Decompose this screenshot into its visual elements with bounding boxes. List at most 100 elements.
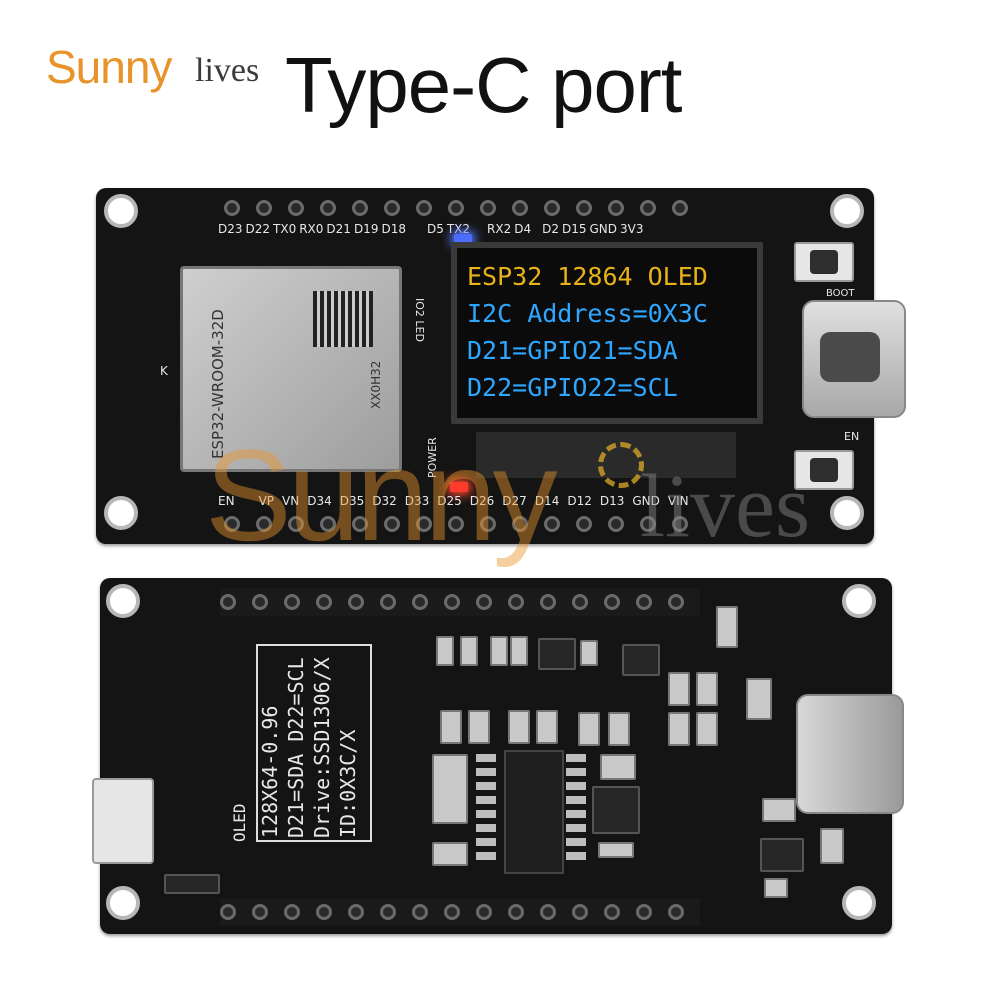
resistor	[696, 672, 718, 706]
resistor	[764, 878, 788, 898]
header-pin	[576, 516, 592, 532]
resistor	[460, 636, 478, 666]
capacitor	[598, 842, 634, 858]
spec-label-box	[256, 644, 372, 842]
resistor	[432, 842, 468, 866]
transistor	[760, 838, 804, 872]
resistor	[432, 754, 468, 824]
header-pin	[284, 594, 300, 610]
oled-line-4: D22=GPIO22=SCL	[467, 373, 678, 402]
header-pin	[636, 904, 652, 920]
header-pin	[448, 516, 464, 532]
usb-c-port-back[interactable]	[796, 694, 904, 814]
header-pin	[380, 904, 396, 920]
mount-hole	[842, 886, 876, 920]
resistor	[762, 798, 796, 822]
bottom-pin-labels: EN VP VN D34 D35 D32 D33 D25 D26 D27 D14…	[218, 494, 738, 508]
header-pin	[512, 516, 528, 532]
header-pin	[444, 904, 460, 920]
pin-label: D32	[372, 494, 397, 508]
transistor	[538, 638, 576, 670]
pin-label: D19	[353, 222, 379, 236]
pin-label: TX2	[446, 222, 471, 236]
pin-label: D4	[514, 222, 532, 236]
pin-label: D25	[437, 494, 462, 508]
chip-leg	[566, 852, 586, 860]
resistor	[440, 710, 462, 744]
header-pin	[636, 594, 652, 610]
resistor	[600, 754, 636, 780]
oled-line-1: ESP32 12864 OLED	[467, 262, 708, 291]
chip-leg	[566, 796, 586, 804]
top-pin-labels: D23 D22 TX0 RX0 D21 D19 D18 D5 TX2 RX2 D…	[218, 222, 738, 236]
mount-hole	[104, 496, 138, 530]
resistor	[490, 636, 508, 666]
resistor	[508, 710, 530, 744]
resistor	[468, 710, 490, 744]
pin-label: RX2	[487, 222, 512, 236]
header-pin	[380, 594, 396, 610]
diode	[164, 874, 220, 894]
pin-label: D14	[534, 494, 560, 508]
pin-label: D34	[307, 494, 332, 508]
boot-label: BOOT	[826, 288, 855, 299]
header-pin	[540, 594, 556, 610]
header-pin	[544, 200, 560, 216]
header-pin	[256, 516, 272, 532]
pin-label: VIN	[667, 494, 689, 508]
capacitor	[716, 606, 738, 648]
header-pin	[668, 594, 684, 610]
usb-c-port[interactable]	[802, 300, 906, 418]
pin-label: D2	[542, 222, 559, 236]
header-pin	[544, 516, 560, 532]
header-pin	[608, 200, 624, 216]
watermark-sunny: Sunny	[205, 422, 558, 568]
mount-hole	[106, 886, 140, 920]
header-pin	[320, 200, 336, 216]
resistor	[668, 672, 690, 706]
resistor	[668, 712, 690, 746]
header-pin	[256, 200, 272, 216]
jst-connector[interactable]	[92, 778, 154, 864]
pin-label: EN	[218, 494, 235, 508]
chip-leg	[566, 754, 586, 762]
pin-label: D26	[469, 494, 495, 508]
header-pin	[384, 200, 400, 216]
header-pin	[224, 200, 240, 216]
pin-label: D13	[599, 494, 625, 508]
pin-label: VN	[282, 494, 300, 508]
pin-label: D18	[381, 222, 406, 236]
resistor	[820, 828, 844, 864]
header-pin	[480, 200, 496, 216]
header-pin	[316, 904, 332, 920]
header-pin	[476, 594, 492, 610]
capacitor	[746, 678, 772, 720]
header-pin	[320, 516, 336, 532]
header-pin	[224, 516, 240, 532]
pin-label: GND	[589, 222, 618, 236]
chip-leg	[476, 852, 496, 860]
mount-hole	[830, 496, 864, 530]
header-pin	[540, 904, 556, 920]
chip-leg	[566, 768, 586, 776]
header-pin	[316, 594, 332, 610]
header-pin	[508, 904, 524, 920]
brand-logo-sunny: Sunny	[46, 41, 172, 93]
header-pin	[508, 594, 524, 610]
resistor	[696, 712, 718, 746]
io2-led-label: IO2 LED	[413, 298, 426, 342]
en-label: EN	[844, 430, 860, 443]
header-pin	[480, 516, 496, 532]
boot-button[interactable]	[794, 242, 854, 282]
pin-label: GND	[632, 494, 660, 508]
header-pin	[416, 516, 432, 532]
pin-label: D27	[502, 494, 527, 508]
en-button[interactable]	[794, 450, 854, 490]
resistor	[578, 712, 600, 746]
resistor	[608, 712, 630, 746]
pin-label: D22	[245, 222, 271, 236]
header-pin	[352, 200, 368, 216]
pin-label: D12	[567, 494, 592, 508]
header-pin	[384, 516, 400, 532]
header-pin	[668, 904, 684, 920]
